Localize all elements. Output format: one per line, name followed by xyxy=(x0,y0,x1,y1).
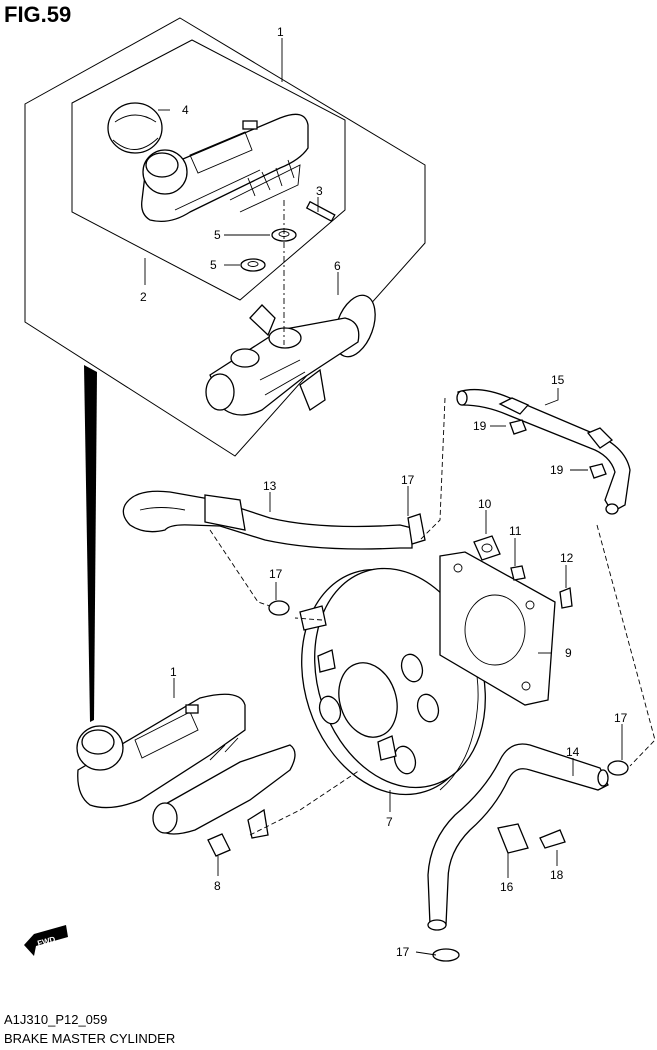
callout-17-top: 17 xyxy=(401,473,415,487)
callout-7: 7 xyxy=(386,815,393,829)
callout-18: 18 xyxy=(550,868,564,882)
clamp-17-mid xyxy=(268,600,290,616)
subassembly-2-outline xyxy=(71,39,346,301)
section-indicator-wedge xyxy=(84,365,97,722)
nut-8 xyxy=(207,833,231,857)
callout-2: 2 xyxy=(140,290,147,304)
callout-13: 13 xyxy=(263,479,277,493)
callout-9: 9 xyxy=(565,646,572,660)
nut-10 xyxy=(473,535,501,561)
master-cylinder-assembly-1 xyxy=(76,693,296,839)
callout-10: 10 xyxy=(478,497,492,511)
callout-15: 15 xyxy=(551,373,565,387)
gasket-9 xyxy=(439,551,556,706)
callout-17-mid: 17 xyxy=(269,567,283,581)
fwd-direction-badge: FWD xyxy=(24,925,68,956)
grommet-19-a xyxy=(509,419,527,435)
brake-booster-7 xyxy=(299,567,501,796)
hose-14 xyxy=(427,743,609,931)
bolt-18 xyxy=(539,829,566,849)
callout-5-b: 5 xyxy=(210,258,217,272)
grommet-19-b xyxy=(589,463,607,479)
check-valve-17-top xyxy=(407,513,426,545)
diagram-caption: BRAKE MASTER CYLINDER xyxy=(4,1031,176,1046)
pin-11 xyxy=(510,565,526,581)
master-cylinder-body-upper xyxy=(205,304,360,416)
bracket-16 xyxy=(497,823,529,854)
callout-14: 14 xyxy=(566,745,580,759)
reservoir-tank-upper xyxy=(141,113,309,223)
callout-5-a: 5 xyxy=(214,228,221,242)
callout-11: 11 xyxy=(509,524,522,538)
callout-labels: 1 4 3 5 5 6 2 15 19 19 13 17 10 11 12 17… xyxy=(140,25,628,959)
callout-1-top: 1 xyxy=(277,25,284,39)
seal-5-b xyxy=(240,258,266,272)
reservoir-cap-4 xyxy=(107,102,163,154)
callout-19-b: 19 xyxy=(550,463,564,477)
leader-lines xyxy=(144,38,656,956)
clamp-17-right xyxy=(607,760,629,776)
callout-4: 4 xyxy=(182,103,189,117)
callout-3: 3 xyxy=(316,184,323,198)
vacuum-hose-15 xyxy=(456,388,631,515)
seal-5-a xyxy=(271,228,297,242)
callout-17-right: 17 xyxy=(614,711,628,725)
figure-title: FIG.59 xyxy=(4,2,72,27)
callout-16: 16 xyxy=(500,880,514,894)
callout-19-a: 19 xyxy=(473,419,487,433)
hose-13 xyxy=(122,490,413,550)
callout-12: 12 xyxy=(560,551,574,565)
pin-3 xyxy=(305,200,336,222)
callout-17-bottom: 17 xyxy=(396,945,410,959)
clamp-17-bottom xyxy=(432,948,460,962)
clevis-12 xyxy=(559,587,573,609)
callout-8: 8 xyxy=(214,879,221,893)
diagram-code: A1J310_P12_059 xyxy=(4,1012,108,1027)
callout-6: 6 xyxy=(334,259,341,273)
callout-1-bottom: 1 xyxy=(170,665,177,679)
assembly-1-outline xyxy=(24,17,426,457)
